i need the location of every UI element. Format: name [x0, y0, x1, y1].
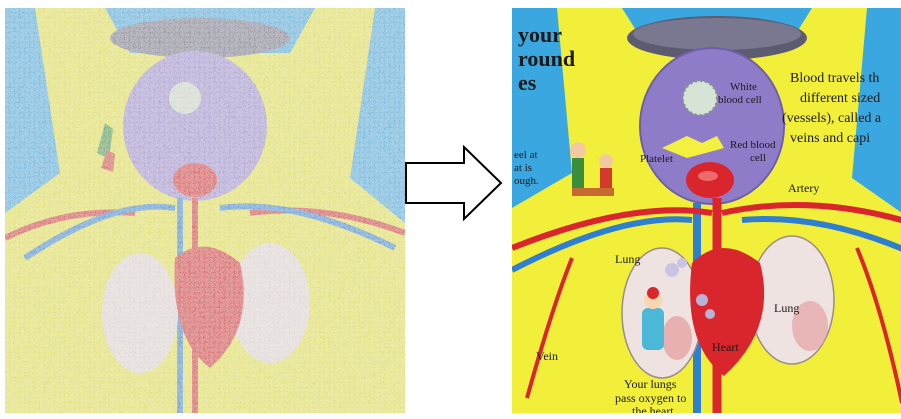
heading-line-3: es	[518, 70, 537, 95]
white-cell-label-1: White	[730, 81, 757, 93]
noisy-illustration-panel	[5, 8, 405, 413]
lung-left-label: Lung	[615, 252, 640, 266]
red-cell-label-2: cell	[750, 152, 766, 164]
bottom-caption-3: the heart	[632, 404, 674, 413]
caption-line-2: different sized	[800, 91, 880, 106]
clean-illustration-panel: your round es Blood travels th different…	[512, 8, 901, 413]
side-text-1: eel at	[514, 149, 538, 161]
bottom-caption-1: Your lungs	[624, 377, 677, 391]
heart-label: Heart	[712, 340, 739, 354]
caption-line-4: veins and capi	[790, 131, 870, 146]
noisy-illustration	[5, 8, 405, 413]
bottom-caption-2: pass oxygen to	[615, 391, 686, 405]
side-text-2: at is	[514, 162, 532, 174]
side-text-3: ough.	[514, 175, 539, 187]
caption-line-1: Blood travels th	[790, 71, 879, 86]
clean-illustration: your round es Blood travels th different…	[512, 8, 901, 413]
white-cell-label-2: blood cell	[718, 94, 762, 106]
red-cell-label-1: Red blood	[730, 139, 776, 151]
vein-label: Vein	[536, 349, 558, 363]
lung-right-label: Lung	[774, 301, 799, 315]
right-arrow-icon	[404, 145, 504, 221]
heading-line-1: your	[518, 22, 562, 47]
platelet-label: Platelet	[640, 153, 673, 165]
artery-label: Artery	[788, 181, 819, 195]
caption-line-3: (vessels), called a	[782, 111, 882, 126]
heading-line-2: round	[518, 46, 575, 71]
